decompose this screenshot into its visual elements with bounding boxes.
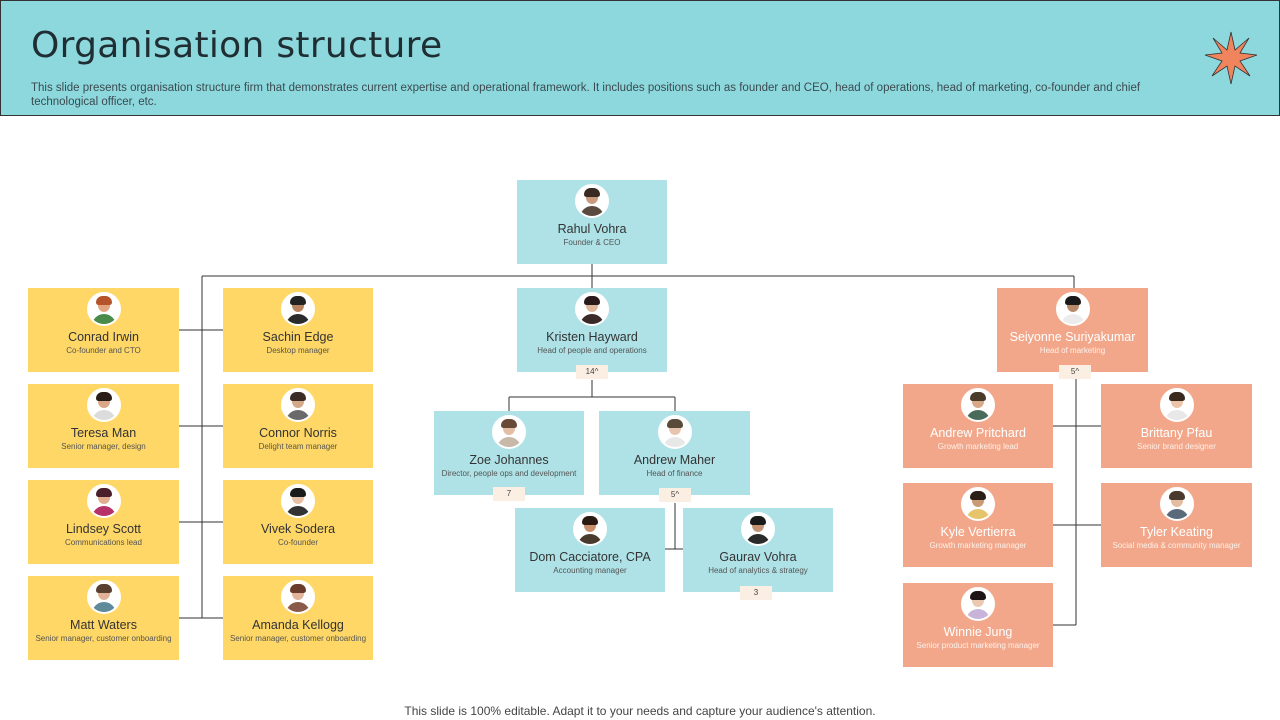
org-card-left-team[interactable]: Sachin Edge Desktop manager xyxy=(223,288,373,372)
person-role: Senior manager, design xyxy=(61,442,146,451)
person-role: Delight team manager xyxy=(258,442,338,451)
avatar xyxy=(1159,487,1194,521)
person-role: Head of analytics & strategy xyxy=(708,566,808,575)
org-card-middle-head[interactable]: Kristen Hayward Head of people and opera… xyxy=(517,288,667,372)
org-card-middle-team[interactable]: Zoe Johannes Director, people ops and de… xyxy=(434,411,584,495)
org-card-middle-team[interactable]: Gaurav Vohra Head of analytics & strateg… xyxy=(683,508,833,592)
org-card-left-team[interactable]: Teresa Man Senior manager, design xyxy=(28,384,179,468)
person-role: Head of finance xyxy=(646,469,703,478)
org-card-middle-team[interactable]: Andrew Maher Head of finance xyxy=(599,411,750,495)
person-name: Andrew Pritchard xyxy=(930,426,1026,440)
avatar xyxy=(86,580,121,614)
person-name: Teresa Man xyxy=(70,426,137,440)
person-name: Seiyonne Suriyakumar xyxy=(1009,330,1136,344)
org-card-middle-team[interactable]: Dom Cacciatore, CPA Accounting manager xyxy=(515,508,665,592)
org-card-right-team[interactable]: Kyle Vertierra Growth marketing manager xyxy=(903,483,1053,567)
person-name: Andrew Maher xyxy=(633,453,716,467)
slide-header: Organisation structure This slide presen… xyxy=(0,0,1280,116)
org-card-left-team[interactable]: Vivek Sodera Co-founder xyxy=(223,480,373,564)
person-role: Senior manager, customer onboarding xyxy=(229,634,367,643)
org-card-left-team[interactable]: Amanda Kellogg Senior manager, customer … xyxy=(223,576,373,660)
org-card-ceo[interactable]: Rahul Vohra Founder & CEO xyxy=(517,180,667,264)
person-name: Gaurav Vohra xyxy=(719,550,797,564)
person-name: Matt Waters xyxy=(70,618,137,632)
org-card-left-team[interactable]: Matt Waters Senior manager, customer onb… xyxy=(28,576,179,660)
person-name: Amanda Kellogg xyxy=(252,618,344,632)
person-name: Lindsey Scott xyxy=(65,522,142,536)
person-role: Senior brand designer xyxy=(1137,442,1216,451)
avatar xyxy=(86,292,121,326)
person-name: Brittany Pfau xyxy=(1140,426,1213,440)
person-role: Senior product marketing manager xyxy=(916,641,1040,650)
org-card-left-team[interactable]: Lindsey Scott Communications lead xyxy=(28,480,179,564)
org-card-right-team[interactable]: Tyler Keating Social media & community m… xyxy=(1101,483,1252,567)
avatar xyxy=(961,388,995,422)
person-role: Desktop manager xyxy=(266,346,330,355)
org-card-right-head[interactable]: Seiyonne Suriyakumar Head of marketing xyxy=(997,288,1148,372)
person-name: Kristen Hayward xyxy=(546,330,638,344)
report-count-badge[interactable]: 3 xyxy=(740,586,772,600)
person-name: Dom Cacciatore, CPA xyxy=(529,550,651,564)
person-role: Senior manager, customer onboarding xyxy=(35,634,172,643)
person-role: Communications lead xyxy=(65,538,142,547)
person-role: Founder & CEO xyxy=(563,238,621,247)
avatar xyxy=(961,587,995,621)
person-name: Rahul Vohra xyxy=(557,222,627,236)
person-name: Zoe Johannes xyxy=(469,453,549,467)
org-card-right-team[interactable]: Andrew Pritchard Growth marketing lead xyxy=(903,384,1053,468)
avatar xyxy=(575,292,609,326)
avatar xyxy=(657,415,692,449)
person-name: Conrad Irwin xyxy=(68,330,139,344)
person-role: Director, people ops and development xyxy=(441,469,577,478)
person-name: Connor Norris xyxy=(259,426,337,440)
page-title: Organisation structure xyxy=(31,25,443,66)
person-name: Sachin Edge xyxy=(262,330,334,344)
avatar xyxy=(86,388,121,422)
avatar xyxy=(281,484,315,518)
star-icon xyxy=(1204,31,1258,85)
avatar xyxy=(281,292,315,326)
org-card-right-team[interactable]: Brittany Pfau Senior brand designer xyxy=(1101,384,1252,468)
slide-footer: This slide is 100% editable. Adapt it to… xyxy=(404,704,876,718)
report-count-badge[interactable]: 5^ xyxy=(1059,365,1091,379)
person-name: Vivek Sodera xyxy=(260,522,336,536)
report-count-badge[interactable]: 7 xyxy=(493,487,525,501)
report-count-badge[interactable]: 5^ xyxy=(659,488,691,502)
person-role: Growth marketing manager xyxy=(929,541,1027,550)
person-role: Co-founder and CTO xyxy=(66,346,141,355)
avatar xyxy=(741,512,775,546)
avatar xyxy=(86,484,121,518)
avatar xyxy=(281,580,315,614)
person-role: Head of people and operations xyxy=(537,346,647,355)
person-name: Tyler Keating xyxy=(1140,525,1213,539)
person-role: Accounting manager xyxy=(553,566,627,575)
avatar xyxy=(281,388,315,422)
avatar xyxy=(1159,388,1194,422)
person-role: Social media & community manager xyxy=(1112,541,1241,550)
org-card-left-team[interactable]: Conrad Irwin Co-founder and CTO xyxy=(28,288,179,372)
report-count-badge[interactable]: 14^ xyxy=(576,365,608,379)
person-role: Growth marketing lead xyxy=(937,442,1019,451)
avatar xyxy=(573,512,607,546)
avatar xyxy=(575,184,609,218)
person-role: Co-founder xyxy=(277,538,319,547)
avatar xyxy=(492,415,526,449)
avatar xyxy=(961,487,995,521)
person-role: Head of marketing xyxy=(1039,346,1106,355)
org-card-left-team[interactable]: Connor Norris Delight team manager xyxy=(223,384,373,468)
avatar xyxy=(1055,292,1090,326)
person-name: Winnie Jung xyxy=(943,625,1013,639)
org-card-right-team[interactable]: Winnie Jung Senior product marketing man… xyxy=(903,583,1053,667)
slide-description: This slide presents organisation structu… xyxy=(31,82,1141,108)
person-name: Kyle Vertierra xyxy=(940,525,1016,539)
